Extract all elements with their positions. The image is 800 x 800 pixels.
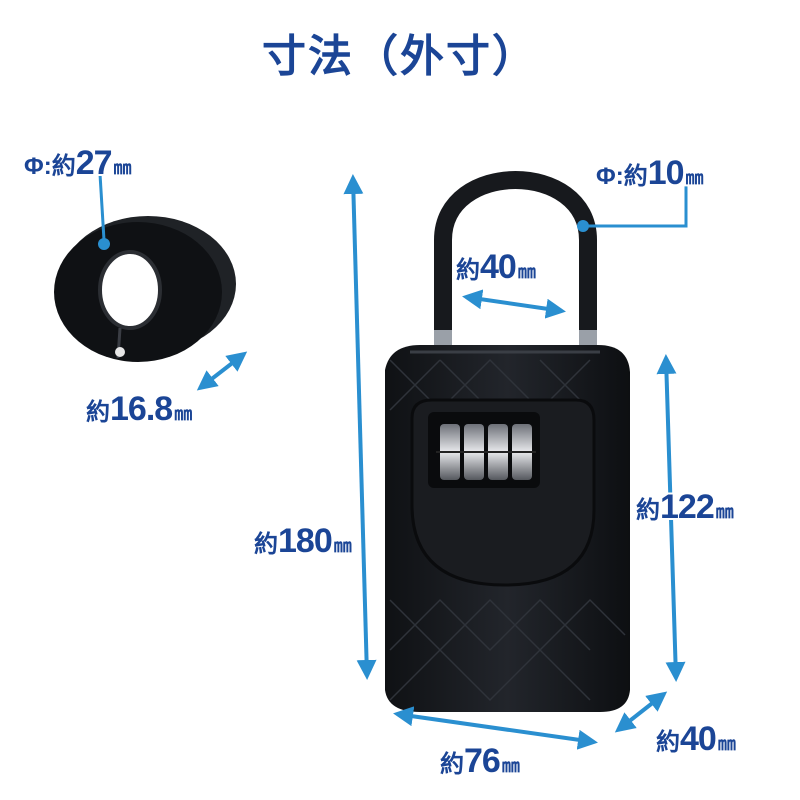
ring-diameter-dot	[98, 238, 110, 250]
ring-accessory	[54, 216, 236, 362]
shackle	[434, 171, 597, 361]
body-height-arrow	[656, 354, 686, 682]
shackle-diameter-dot	[577, 220, 589, 232]
ring-thickness-arrow	[196, 351, 248, 391]
body-depth-arrow	[614, 691, 668, 733]
lock-body	[385, 345, 630, 712]
page-title: 寸法（外寸）	[262, 31, 538, 82]
shackle-width-arrow	[462, 289, 566, 319]
height-total-arrow	[343, 174, 377, 680]
ring-diameter-leader	[98, 173, 106, 241]
shackle-diameter-leader	[585, 186, 688, 228]
body-width-arrow	[393, 706, 598, 750]
ring-screw	[115, 347, 125, 357]
